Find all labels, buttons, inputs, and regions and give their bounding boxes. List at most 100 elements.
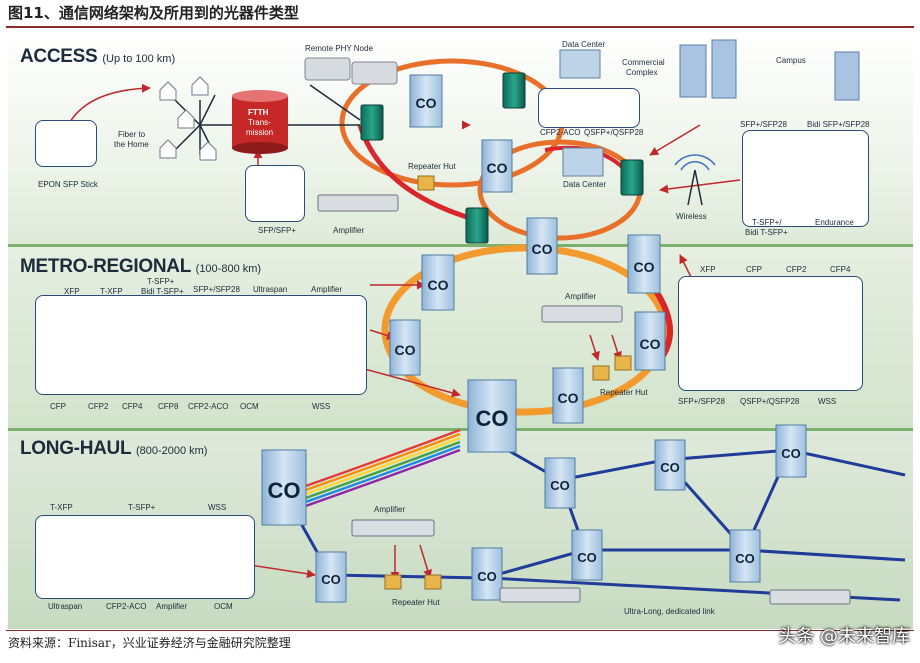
label-ftth: FTTH [248, 108, 269, 117]
label-metro-wss: WSS [312, 402, 331, 411]
label-metro-r-cfp2: CFP2 [786, 265, 807, 274]
label-ftth-mission: mission [246, 128, 274, 137]
label-endurance: Endurance [815, 218, 854, 227]
label-metro-amplifier: Amplifier [311, 285, 343, 294]
svg-text:CO: CO [634, 259, 655, 275]
label-long-repeater-hut: Repeater Hut [392, 598, 440, 607]
data-centers [559, 49, 604, 177]
label-metro-r-qsfp: QSFP+/QSFP28 [740, 397, 800, 406]
label-epon: EPON SFP Stick [38, 180, 98, 189]
label-the-home: the Home [114, 140, 149, 149]
label-metro-tsfp: T-SFP+ [147, 277, 175, 286]
svg-text:CO: CO [532, 241, 553, 257]
label-tsfp-access: T-SFP+/ [752, 218, 782, 227]
label-ftth-trans: Trans- [248, 118, 271, 127]
cfp2-qsfp-box [538, 88, 640, 128]
label-metro-cfp4: CFP4 [122, 402, 143, 411]
label-long-ultraspan: Ultraspan [48, 602, 83, 611]
label-metro-r-cfp4: CFP4 [830, 265, 851, 274]
label-metro-r-cfp: CFP [746, 265, 762, 274]
label-metro-sfp28: SFP+/SFP28 [193, 285, 240, 294]
label-metro-cfp8: CFP8 [158, 402, 179, 411]
svg-text:CO: CO [268, 478, 301, 503]
label-repeater-hut-access: Repeater Hut [408, 162, 456, 171]
label-long-txfp: T-XFP [50, 503, 73, 512]
label-metro-r-wss: WSS [818, 397, 837, 406]
sfp-box [245, 165, 305, 222]
svg-text:CO: CO [395, 342, 416, 358]
svg-text:CO: CO [428, 277, 449, 293]
metro-optics-box [35, 295, 367, 395]
label-remote-phy: Remote PHY Node [305, 44, 373, 53]
svg-text:CO: CO [321, 572, 341, 587]
label-qsfp-access: QSFP+/QSFP28 [584, 128, 644, 137]
section-title-metro: METRO-REGIONAL (100-800 km) [20, 256, 262, 277]
label-amplifier-access: Amplifier [333, 226, 365, 235]
label-metro-repeater-hut: Repeater Hut [600, 388, 648, 397]
amplifier-units [317, 194, 851, 605]
label-long-ocm: OCM [214, 602, 233, 611]
svg-text:CO: CO [558, 390, 579, 406]
repeater-huts [384, 175, 632, 590]
label-long-cfp2-aco: CFP2-ACO [106, 602, 147, 611]
epon-box [35, 120, 97, 167]
label-long-amplifier: Amplifier [156, 602, 188, 611]
label-metro-ultraspan: Ultraspan [253, 285, 288, 294]
metro-right-optics-box [678, 276, 863, 391]
longhaul-optics-box [35, 515, 255, 599]
label-fiber-to: Fiber to [118, 130, 146, 139]
label-commercial: Commercial [622, 58, 665, 67]
label-long-amplifier-mid: Amplifier [374, 505, 406, 514]
title-rule [6, 26, 914, 28]
watermark: 头条 @未来智库 [778, 626, 910, 647]
svg-text:CO: CO [550, 478, 570, 493]
label-long-wss: WSS [208, 503, 227, 512]
label-metro-amplifier-mid: Amplifier [565, 292, 597, 301]
label-long-tsfp: T-SFP+ [128, 503, 156, 512]
label-metro-r-sfp28: SFP+/SFP28 [678, 397, 725, 406]
svg-text:CO: CO [577, 550, 597, 565]
footer-rule [6, 630, 914, 631]
label-complex: Complex [626, 68, 658, 77]
label-metro-xfp: XFP [64, 287, 80, 296]
section-title-access: ACCESS (Up to 100 km) [20, 46, 176, 67]
label-metro-r-xfp: XFP [700, 265, 716, 274]
label-ultra-long-link: Ultra-Long, dedicated link [624, 607, 715, 616]
svg-text:CO: CO [660, 460, 680, 475]
label-wireless: Wireless [676, 212, 707, 221]
label-metro-cfp2-aco: CFP2-ACO [188, 402, 229, 411]
svg-text:CO: CO [640, 336, 661, 352]
label-metro-cfp: CFP [50, 402, 66, 411]
label-data-center-mid: Data Center [563, 180, 607, 189]
label-metro-cfp2: CFP2 [88, 402, 109, 411]
label-data-center-top: Data Center [562, 40, 606, 49]
label-sfp: SFP/SFP+ [258, 226, 297, 235]
co-buildings: CO CO CO CO CO CO CO CO CO CO CO CO CO C… [261, 74, 807, 603]
svg-text:CO: CO [735, 551, 755, 566]
ftth-cylinder [232, 90, 288, 154]
label-bidi: Bidi SFP+/SFP28 [807, 120, 870, 129]
label-sfp28-access: SFP+/SFP28 [740, 120, 787, 129]
section-title-longhaul: LONG-HAUL (800-2000 km) [20, 438, 208, 459]
remote-phy-nodes [304, 57, 398, 85]
label-metro-txfp: T-XFP [100, 287, 123, 296]
label-cfp2-aco-access: CFP2-ACO [540, 128, 581, 137]
label-metro-bidi-tsfp: Bidi T-SFP+ [141, 287, 184, 296]
svg-text:CO: CO [416, 95, 437, 111]
dwdm-fiber-bundle [299, 428, 461, 510]
green-nodes [360, 72, 644, 244]
access-optics-box [742, 130, 869, 227]
svg-text:CO: CO [781, 446, 801, 461]
wireless-tower [674, 154, 716, 206]
label-bidi-tsfp-access: Bidi T-SFP+ [745, 228, 788, 237]
svg-text:CO: CO [476, 406, 509, 431]
label-metro-ocm: OCM [240, 402, 259, 411]
house-icons [159, 76, 217, 161]
label-campus: Campus [776, 56, 806, 65]
svg-text:CO: CO [477, 569, 497, 584]
source-footer: 资料来源：Finisar，兴业证券经济与金融研究院整理 [8, 636, 291, 650]
svg-text:CO: CO [487, 160, 508, 176]
figure-title: 图11、通信网络架构及所用到的光器件类型 [8, 4, 299, 22]
